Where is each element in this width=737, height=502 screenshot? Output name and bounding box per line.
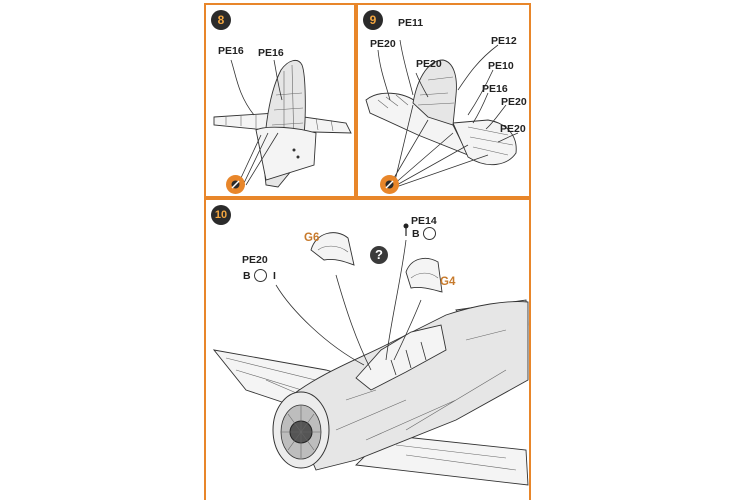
callout-label: PE11 [398,17,424,29]
step-number-badge: 10 [211,205,231,225]
callout-label: PE20 [370,38,396,50]
fuselage-cockpit-drawing [212,223,529,486]
glue-mark-label: B [412,228,420,240]
callout-label: PE20 [500,123,526,135]
tail-assembly-drawing [213,59,352,188]
step-10-panel: 10 PE20 B I G6 ? PE1 [204,198,531,500]
extra-mark-label: I [273,270,276,282]
question-icon: ? [370,246,388,264]
step-8-panel: 8 PE16 PE16 [204,3,356,198]
step-number-badge: 8 [211,10,231,30]
callout-label: PE10 [488,60,514,72]
callout-label: PE16 [258,47,284,59]
callout-label: PE20 [416,58,442,70]
drill-hole-icon [226,175,245,194]
glue-icon [254,269,267,282]
tail-underside-drawing [365,39,519,188]
callout-label: PE20 [242,254,268,266]
step-9-panel: 9 PE11 PE20 PE20 PE12 PE10 PE16 PE20 PE2… [356,3,531,198]
callout-label: PE14 [411,215,437,227]
drill-hole-icon [380,175,399,194]
part-label-g6: G6 [304,232,320,244]
glue-icon [423,227,436,240]
callout-label: PE12 [491,35,517,47]
part-label-g4: G4 [440,276,456,288]
step-number-badge: 9 [363,10,383,30]
callout-label: PE16 [218,45,244,57]
glue-mark-label: B [243,270,251,282]
callout-label: PE16 [482,83,508,95]
callout-label: PE20 [501,96,527,108]
